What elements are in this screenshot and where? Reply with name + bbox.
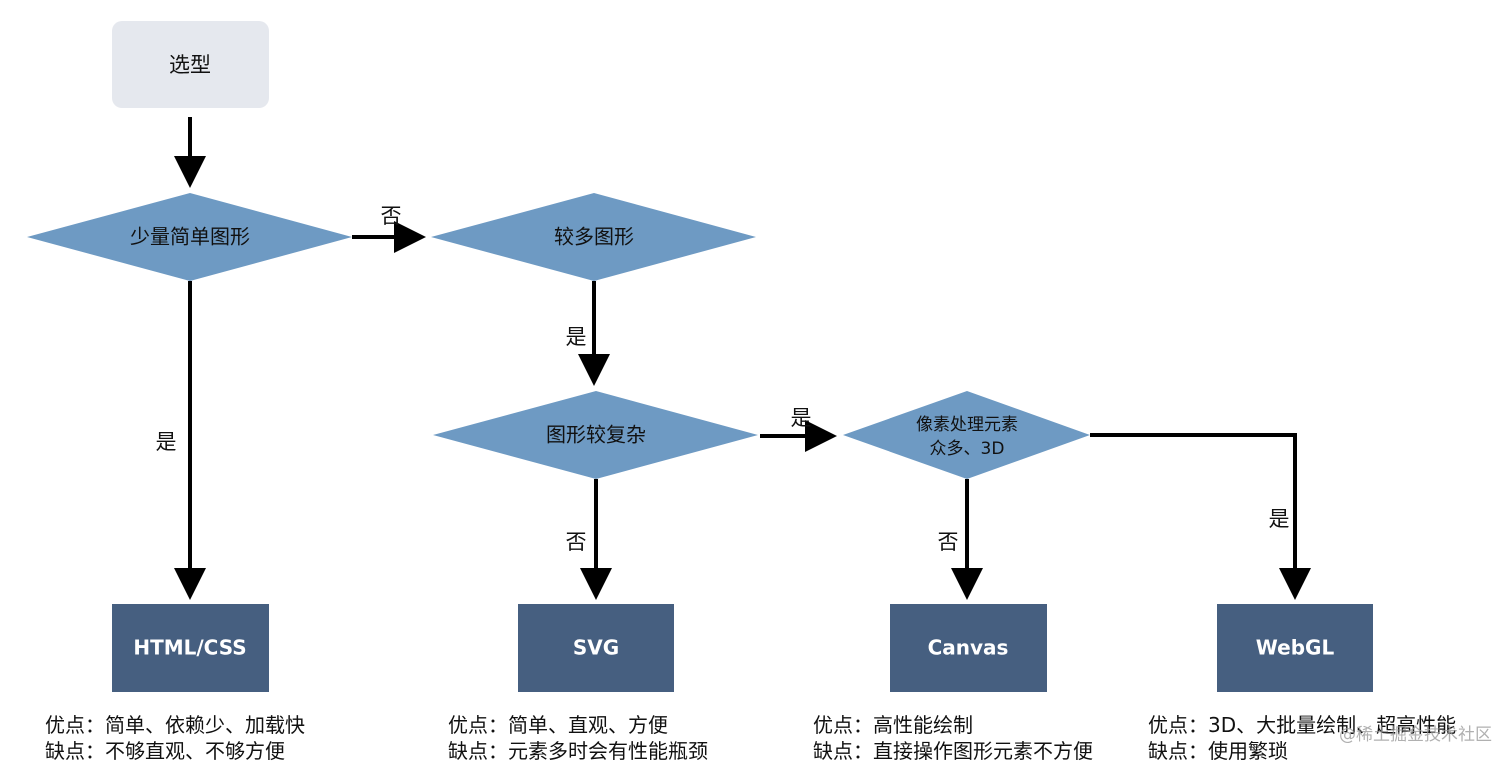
note-svg-pros: 优点：简单、直观、方便 [448,713,668,737]
note-svg: 优点：简单、直观、方便 缺点：元素多时会有性能瓶颈 [448,712,708,764]
decision-simple-shape [27,193,352,281]
decision-simple-label: 少量简单图形 [130,225,250,249]
result-webgl-label: WebGL [1256,636,1335,660]
start-node-label: 选型 [169,53,211,77]
result-html-css-box [112,604,269,692]
edge-label-simple-no: 否 [381,204,402,228]
decision-pixel-label-line1: 像素处理元素 [916,415,1018,435]
note-html-css-pros: 优点：简单、依赖少、加载快 [45,713,305,737]
result-canvas-label: Canvas [928,636,1009,660]
edge-label-pixel-no: 否 [938,530,959,554]
arrow-pixel-to-webgl [1090,433,1311,600]
note-webgl: 优点：3D、大批量绘制、超高性能 缺点：使用繁琐 [1148,712,1456,764]
decision-many-label: 较多图形 [554,225,634,249]
result-html-css-label: HTML/CSS [133,636,246,660]
edge-label-many-yes: 是 [566,325,587,349]
note-canvas: 优点：高性能绘制 缺点：直接操作图形元素不方便 [813,712,1093,764]
note-html-css: 优点：简单、依赖少、加载快 缺点：不够直观、不够方便 [45,712,305,764]
result-svg-label: SVG [573,636,619,660]
decision-pixel-shape [843,391,1090,479]
edge-label-complex-yes: 是 [791,406,812,430]
decision-pixel-label-line2: 众多、3D [930,439,1005,459]
decision-complex-shape [433,391,758,479]
edge-label-simple-yes: 是 [156,430,177,454]
note-canvas-cons: 缺点：直接操作图形元素不方便 [813,739,1093,763]
decision-complex-label: 图形较复杂 [546,423,646,447]
edge-label-pixel-yes: 是 [1269,507,1290,531]
result-canvas-box [890,604,1047,692]
note-webgl-cons: 缺点：使用繁琐 [1148,739,1288,763]
start-node [112,21,269,108]
note-webgl-pros: 优点：3D、大批量绘制、超高性能 [1148,713,1457,737]
note-html-css-cons: 缺点：不够直观、不够方便 [45,739,285,763]
note-svg-cons: 缺点：元素多时会有性能瓶颈 [448,739,708,763]
decision-many-shape [431,193,756,281]
edge-label-complex-no: 否 [566,530,587,554]
result-svg-box [518,604,674,692]
note-canvas-pros: 优点：高性能绘制 [813,713,973,737]
watermark: @稀土掘金技术社区 [1339,725,1492,745]
result-webgl-box [1217,604,1373,692]
